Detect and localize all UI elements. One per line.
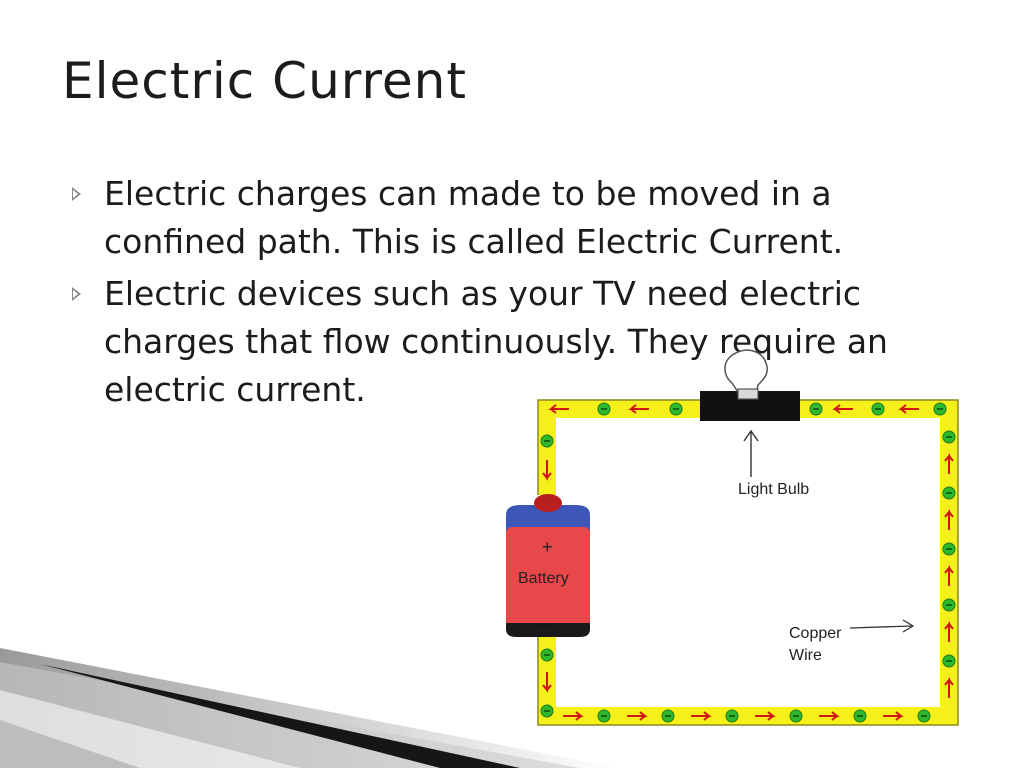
current-arrow-icon (883, 711, 904, 721)
bullet-text: Electric charges can made to be moved in… (104, 174, 844, 261)
battery-label: Battery (518, 570, 569, 587)
current-arrow-icon (691, 711, 712, 721)
current-arrow-icon (627, 711, 648, 721)
current-arrow-icon (542, 460, 552, 481)
bulb-socket (737, 388, 759, 400)
battery-body (506, 527, 590, 631)
current-arrow-icon (628, 404, 649, 414)
bullet-arrow-icon (72, 187, 81, 201)
current-arrow-icon (944, 621, 954, 642)
bullet-list: Electric charges can made to be moved in… (72, 170, 972, 418)
battery: + Battery — (506, 494, 600, 639)
bullet-arrow-icon (72, 287, 81, 301)
battery-plus: + (542, 537, 553, 557)
corner-decoration (0, 648, 620, 768)
circuit-diagram: Light Bulb + Battery — Copper Wire (506, 349, 959, 726)
bullet-item: Electric charges can made to be moved in… (72, 170, 972, 266)
current-arrow-icon (542, 672, 552, 693)
bullet-text: Electric devices such as your TV need el… (104, 274, 888, 409)
copper-wire-label-line2: Wire (789, 647, 822, 664)
copper-wire-pointer-head (902, 619, 915, 633)
current-arrow-icon (944, 453, 954, 474)
light-bulb-label: Light Bulb (738, 481, 809, 498)
circuit-interior (556, 418, 940, 707)
copper-wire-label-line1: Copper (789, 625, 842, 642)
bullet-item: Electric devices such as your TV need el… (72, 270, 972, 414)
current-arrow-icon (755, 711, 776, 721)
current-arrow-icon (819, 711, 840, 721)
battery-bottom (506, 623, 590, 637)
current-arrow-icon (944, 677, 954, 698)
bulb-glass (724, 349, 769, 396)
copper-wire-annotation: Copper Wire (789, 619, 915, 664)
current-arrow-icon (944, 509, 954, 530)
light-bulb: Light Bulb (700, 349, 809, 498)
current-arrow-icon (944, 565, 954, 586)
current-arrow-icon (832, 404, 853, 414)
slide-title: Electric Current (62, 52, 467, 110)
battery-minus: — (538, 619, 556, 639)
current-arrow-icon (563, 711, 584, 721)
current-arrow-icon (548, 404, 569, 414)
battery-top (506, 505, 590, 533)
battery-terminal (534, 494, 562, 512)
light-bulb-pointer-head (743, 429, 759, 442)
copper-wire-pointer (849, 625, 913, 629)
current-arrow-icon (898, 404, 919, 414)
